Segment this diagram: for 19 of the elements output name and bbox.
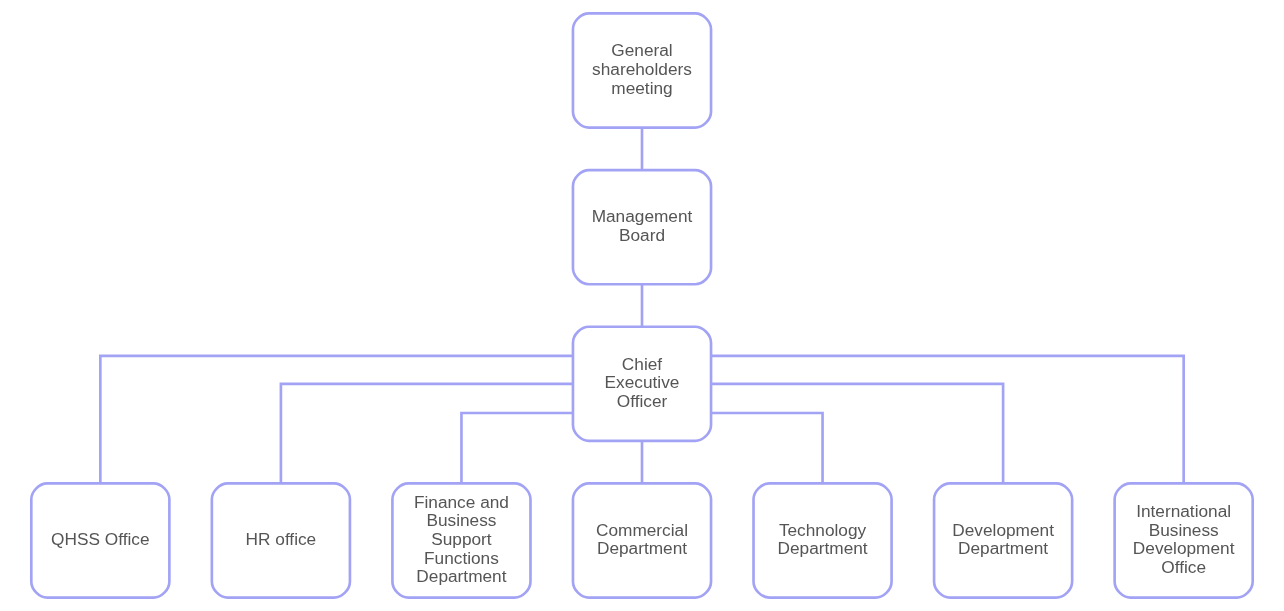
node-box: Commercial Department <box>571 482 713 599</box>
connector <box>460 411 573 484</box>
connector <box>99 354 573 484</box>
node-box: Management Board <box>571 168 713 286</box>
connector <box>711 354 1185 484</box>
node-box: International Business Development Office <box>1113 482 1254 599</box>
node-box: General shareholders meeting <box>571 12 713 129</box>
node-box: Development Department <box>932 482 1074 599</box>
connector <box>711 382 1005 484</box>
node-box: QHSS Office <box>29 482 171 599</box>
connector <box>711 411 824 484</box>
connector <box>640 441 644 484</box>
connector <box>279 382 573 484</box>
node-box: Chief Executive Officer <box>571 325 713 443</box>
node-box: Technology Department <box>752 482 893 599</box>
node-box: Finance and Business Support Functions Department <box>391 482 532 599</box>
connector <box>640 284 644 327</box>
node-box: HR office <box>210 482 352 599</box>
connector <box>640 127 644 170</box>
